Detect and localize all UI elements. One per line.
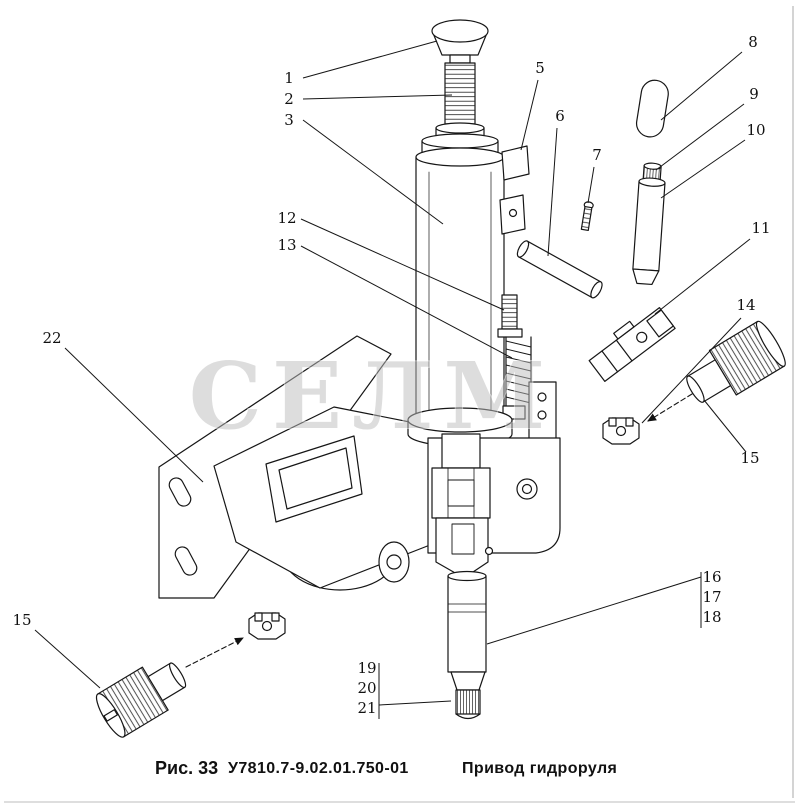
callout-14: 14 [736, 296, 755, 314]
leader-5 [520, 79, 539, 151]
callout-6: 6 [555, 107, 565, 125]
figure-label: Рис. 33 [155, 758, 218, 778]
figure-caption: Рис. 33 У7810.7-9.02.01.750-01 Привод ги… [155, 758, 617, 778]
callout-15-left: 15 [12, 611, 31, 629]
callout-7: 7 [592, 146, 602, 164]
threaded-plug-left-part-15 [95, 662, 187, 738]
callout-3: 3 [284, 111, 294, 129]
pin-part-6 [516, 240, 603, 299]
castellated-nut-left [248, 612, 286, 640]
splined-tip-parts-19-21 [455, 689, 481, 720]
callout-16: 16 [702, 568, 721, 586]
callout-5: 5 [535, 59, 545, 77]
castellated-nut-right-part-14 [602, 417, 640, 445]
leader-12 [300, 218, 505, 311]
leader-16-18 [486, 576, 702, 645]
assembly-arrow-left [185, 637, 244, 668]
leader-13 [300, 245, 513, 359]
callout-8: 8 [748, 33, 758, 51]
leader-11 [654, 238, 751, 315]
watermark: СЕЛМ [189, 342, 556, 450]
callout-10: 10 [746, 121, 765, 139]
leader-15-right [703, 399, 747, 453]
callout-13: 13 [277, 236, 296, 254]
stud-and-spring [497, 294, 532, 420]
clamp-tab-part-5 [499, 145, 530, 235]
cap-part-1 [431, 19, 489, 56]
screw-slot [103, 709, 119, 722]
callout-18: 18 [702, 608, 721, 626]
callout-19: 19 [357, 659, 376, 677]
callout-9: 9 [749, 85, 759, 103]
threaded-stud-part-12 [497, 294, 523, 338]
callout-11: 11 [751, 219, 770, 237]
hydraulic-cylinder [415, 19, 530, 418]
assembly-arrow-right [647, 393, 693, 422]
spring-part-13 [505, 336, 532, 407]
plate-slot-hole [174, 546, 198, 576]
cylinder-body [415, 147, 505, 418]
callout-2: 2 [284, 90, 294, 108]
leader-22 [64, 347, 204, 483]
callout-15-right: 15 [740, 449, 759, 467]
piston-rod-part-2 [444, 54, 476, 129]
leader-10 [660, 139, 746, 199]
figure-title: Привод гидроруля [462, 760, 617, 777]
callout-21: 21 [357, 699, 376, 717]
joint-fork-part-11 [588, 307, 676, 382]
plate-slot-hole [168, 477, 192, 507]
leader-1 [302, 40, 438, 79]
leader-2 [302, 94, 453, 100]
screw-part-7 [580, 201, 594, 231]
leader-8 [660, 51, 743, 121]
leader-7 [587, 166, 595, 204]
valve-pin-parts-9-10 [632, 162, 666, 286]
leader-6 [547, 127, 558, 257]
output-shaft-assembly [431, 433, 494, 720]
figure-part-number: У7810.7-9.02.01.750-01 [228, 760, 409, 777]
lower-cylinder-parts-16-18 [447, 570, 487, 673]
threaded-plug-right-part-15 [686, 320, 786, 403]
callout-22: 22 [42, 329, 61, 347]
leader-9 [655, 103, 745, 171]
leader-14 [641, 317, 742, 424]
callout-1: 1 [284, 69, 294, 87]
leader-lines [34, 40, 751, 719]
callout-20: 20 [357, 679, 376, 697]
bracket-arm [213, 406, 431, 591]
leader-19-21 [378, 700, 452, 706]
leader-15-left [34, 629, 101, 689]
callout-12: 12 [277, 209, 296, 227]
rubber-boot-part-8 [635, 79, 669, 138]
leader-3 [302, 119, 444, 225]
callout-17: 17 [702, 588, 721, 606]
